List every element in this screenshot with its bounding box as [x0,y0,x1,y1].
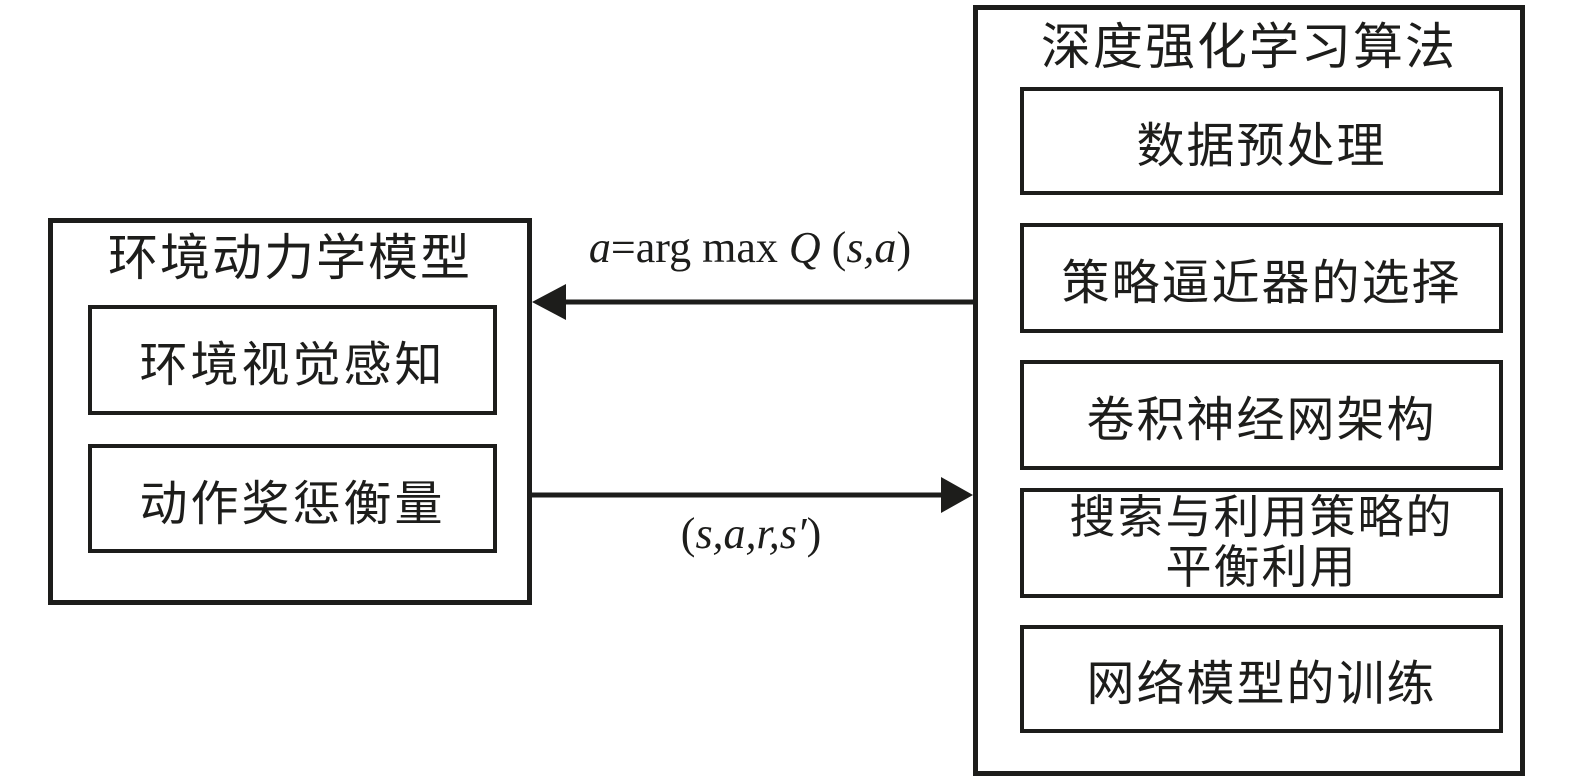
environment-dynamics-model-box: 环境动力学模型 环境视觉感知 动作奖惩衡量 [48,218,532,605]
action-reward-measure-label: 动作奖惩衡量 [139,477,446,531]
policy-approximator-selection-box: 策略逼近器的选择 [1020,223,1503,333]
formula-vars-sa: s,a [846,223,897,272]
policy-approximator-selection-label: 策略逼近器的选择 [1061,257,1462,310]
cnn-architecture-label: 卷积神经网架构 [1086,394,1437,447]
formula-close-paren: ) [896,223,912,272]
right-box-title: 深度强化学习算法 [1041,19,1457,75]
tuple-vars: s,a,r,s′ [695,509,807,558]
left-box-title: 环境动力学模型 [108,230,472,286]
tuple-open-paren: ( [680,509,696,558]
cnn-architecture-box: 卷积神经网架构 [1020,360,1503,470]
experience-arrowhead-icon [941,477,973,513]
network-training-box: 网络模型的训练 [1020,625,1503,733]
formula-argmax: =arg max [610,223,789,272]
formula-open-paren: ( [820,223,847,272]
data-preprocessing-box: 数据预处理 [1020,87,1503,195]
action-formula-label: a=arg max Q (s,a) [540,220,960,276]
tuple-close-paren: ) [806,509,822,558]
data-preprocessing-label: 数据预处理 [1136,120,1387,173]
formula-var-Q: Q [788,223,821,272]
deep-rl-algorithm-box: 深度强化学习算法 数据预处理 策略逼近器的选择 卷积神经网架构 搜索与利用策略的… [973,5,1525,776]
transition-tuple-label: (s,a,r,s′) [601,506,901,562]
environment-visual-perception-label: 环境视觉感知 [139,339,446,392]
network-training-label: 网络模型的训练 [1086,658,1437,711]
action-arrow [532,284,973,320]
exploration-exploitation-balance-box: 搜索与利用策略的 平衡利用 [1020,488,1503,598]
exploration-exploitation-balance-label: 搜索与利用策略的 平衡利用 [1069,492,1454,593]
action-reward-measure-box: 动作奖惩衡量 [88,444,497,553]
formula-var-a: a [588,223,611,272]
action-arrowhead-icon [532,284,566,320]
environment-visual-perception-box: 环境视觉感知 [88,305,497,415]
